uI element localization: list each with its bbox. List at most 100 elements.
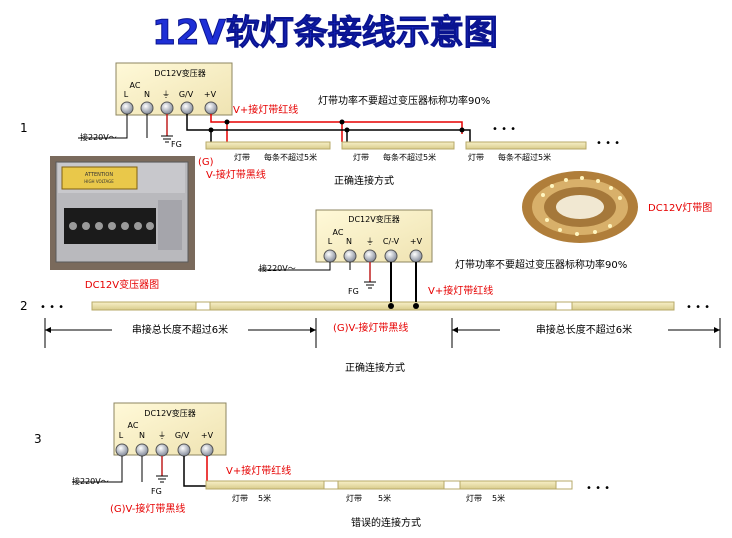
strip-label-1c: 灯带 xyxy=(468,152,484,162)
black-wire-label-2: (G)V-接灯带黑线 xyxy=(333,321,408,334)
terminal-l-1 xyxy=(120,101,134,115)
transformer-label-1: DC12V变压器 xyxy=(154,68,205,78)
strip-joint-3a xyxy=(323,480,339,490)
terminal-n-2 xyxy=(343,249,357,263)
length-label-left: 串接总长度不超过6米 xyxy=(132,323,228,336)
strip-label-3c: 灯带 xyxy=(466,493,482,503)
terminal-label-gv-1: G/V xyxy=(179,90,194,99)
length-label-right: 串接总长度不超过6米 xyxy=(536,323,632,336)
terminal-v-2 xyxy=(409,249,423,263)
led-strip-1a xyxy=(205,141,331,150)
fg-symbol-1 xyxy=(161,135,173,143)
black-wire-label-1: V-接灯带黑线 xyxy=(206,168,266,181)
fg-label-1: FG xyxy=(171,140,182,149)
junction-1c xyxy=(339,119,345,125)
strip-note-1c: 每条不超过5米 xyxy=(498,152,551,162)
caption-1: 正确连接方式 xyxy=(334,174,394,187)
red-wire-3 xyxy=(206,456,222,483)
terminal-gv-2 xyxy=(384,249,398,263)
led-strip-photo-label: DC12V灯带图 xyxy=(648,202,712,214)
junction-1b xyxy=(224,119,230,125)
red-wire-label-1: V+接灯带红线 xyxy=(233,103,298,116)
page-title: 12V软灯条接线示意图 xyxy=(152,13,498,53)
transformer-label-3: DC12V变压器 xyxy=(144,408,195,418)
dots-1b: • • • xyxy=(596,138,620,149)
dots-2a: • • • xyxy=(40,302,64,313)
terminal-label-v-1: +V xyxy=(204,90,217,99)
red-wire-label-2: V+接灯带红线 xyxy=(428,284,493,297)
section-number-1: 1 xyxy=(20,121,28,135)
fg-label-3: FG xyxy=(151,487,162,496)
led-strip-1c xyxy=(465,141,587,150)
strip-label-3a: 灯带 xyxy=(232,493,248,503)
black-wire-label-3: (G)V-接灯带黑线 xyxy=(110,502,185,515)
svg-text:ATTENTION: ATTENTION xyxy=(85,172,113,178)
mains-label-3: 接220V～ xyxy=(72,476,109,486)
strip-label-1b: 灯带 xyxy=(353,152,369,162)
black-wire-1 xyxy=(186,114,471,142)
length-marker-left xyxy=(44,318,317,348)
terminal-label-gnd-3: ⏚ xyxy=(158,431,166,440)
power-note-1: 灯带功率不要超过变压器标称功率90% xyxy=(318,94,490,107)
terminal-label-n-1: N xyxy=(144,90,150,99)
mains-label-2: 接220V～ xyxy=(259,263,296,273)
dots-3: • • • xyxy=(586,483,610,494)
terminal-gv-3 xyxy=(177,443,191,457)
dots-1a: • • • xyxy=(492,124,516,135)
terminal-v-3 xyxy=(200,443,214,457)
strip-note-1b: 每条不超过5米 xyxy=(383,152,436,162)
strip-len-3c: 5米 xyxy=(492,493,505,503)
strip-joint-3b xyxy=(443,480,461,490)
junction-2a xyxy=(388,303,394,309)
terminal-l-3 xyxy=(115,443,129,457)
junction-1d xyxy=(344,127,350,133)
dots-2b: • • • xyxy=(686,302,710,313)
transformer-photo-label: DC12V变压器图 xyxy=(85,278,159,291)
fg-label-2: FG xyxy=(348,287,359,296)
red-wire-1 xyxy=(210,114,463,134)
section-number-2: 2 xyxy=(20,299,28,313)
transformer-label-2: DC12V变压器 xyxy=(348,214,399,224)
junction-1e xyxy=(459,127,465,133)
ac-label-1: AC xyxy=(130,81,141,90)
terminal-label-v-2: +V xyxy=(410,237,423,246)
led-strip-3 xyxy=(205,480,571,490)
strip-end-3 xyxy=(555,480,573,490)
terminal-label-l-1: L xyxy=(124,90,129,99)
terminal-gnd-3 xyxy=(155,443,169,457)
mains-label-1: 接220V～ xyxy=(80,132,117,142)
mains-wire-1 xyxy=(78,114,148,139)
mains-wire-3 xyxy=(72,456,143,483)
power-note-2: 灯带功率不要超过变压器标称功率90% xyxy=(455,258,627,271)
caption-3: 错误的连接方式 xyxy=(351,516,421,529)
fg-symbol-3 xyxy=(156,475,168,483)
led-strip-photo xyxy=(518,168,645,246)
terminal-label-gv-3: G/V xyxy=(175,431,190,440)
ac-label-2: AC xyxy=(333,228,344,237)
junction-1a xyxy=(208,127,214,133)
led-strip-2 xyxy=(91,301,675,311)
transformer-photo: ATTENTION HIGH VOLTAGE xyxy=(50,156,195,270)
length-marker-right xyxy=(451,318,721,348)
strip-len-3a: 5米 xyxy=(258,493,271,503)
terminal-label-gv-2: C/-V xyxy=(383,237,400,246)
black-wire-g-1: (G) xyxy=(198,157,214,168)
strip-joint-2b xyxy=(555,301,573,311)
terminal-n-1 xyxy=(140,101,154,115)
fg-symbol-2 xyxy=(364,281,376,289)
strip-len-3b: 5米 xyxy=(378,493,391,503)
terminal-label-n-2: N xyxy=(346,237,352,246)
terminal-label-gnd-2: ⏚ xyxy=(366,237,374,246)
terminal-gv-1 xyxy=(180,101,194,115)
terminal-label-l-2: L xyxy=(328,237,333,246)
red-wire-1-drop-a xyxy=(226,122,343,142)
terminal-gnd-1 xyxy=(160,101,174,115)
terminal-v-1 xyxy=(204,101,218,115)
ac-label-3: AC xyxy=(128,421,139,430)
red-wire-label-3: V+接灯带红线 xyxy=(226,464,291,477)
strip-joint-2a xyxy=(195,301,211,311)
mains-wire-2 xyxy=(258,262,351,271)
section-number-3: 3 xyxy=(34,432,42,446)
strip-label-3b: 灯带 xyxy=(346,493,362,503)
